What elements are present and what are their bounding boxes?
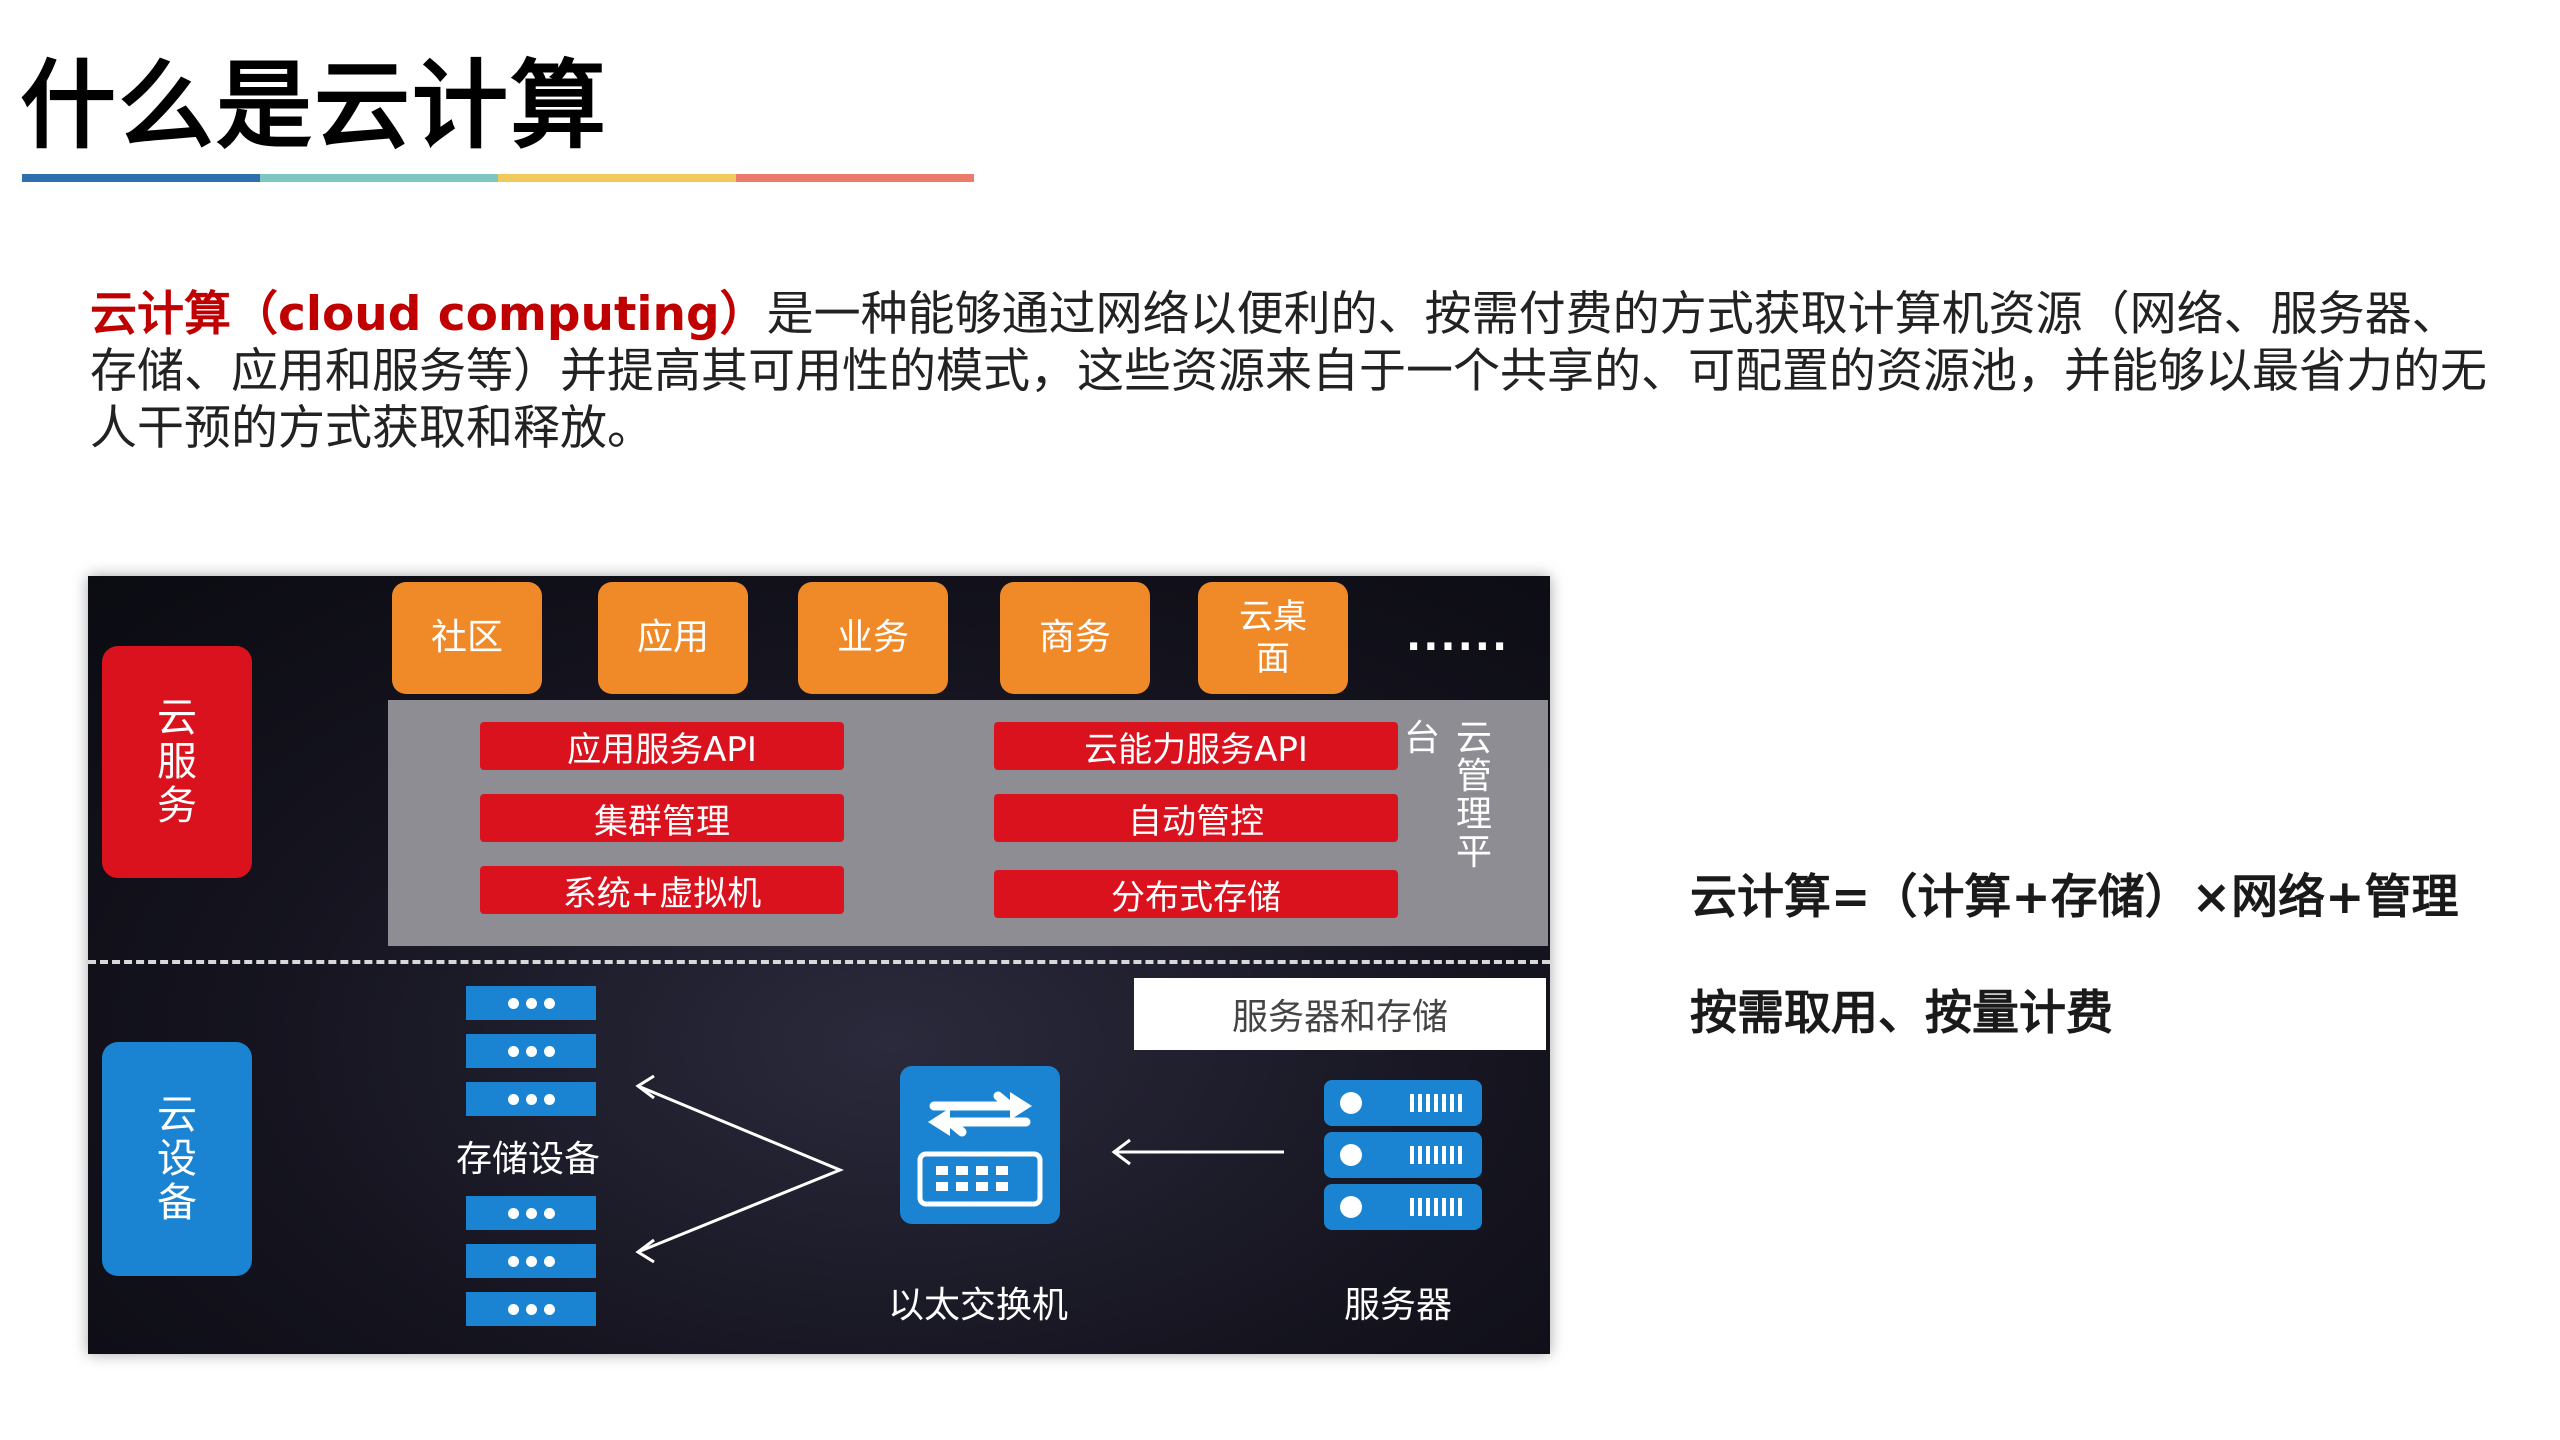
server-unit-icon bbox=[1324, 1132, 1482, 1178]
server-unit-icon bbox=[1324, 1080, 1482, 1126]
platform-label-vertical: 云管理平 bbox=[1455, 718, 1492, 873]
switch-label: 以太交换机 bbox=[888, 1285, 1069, 1326]
page-title: 什么是云计算 bbox=[20, 50, 608, 162]
storage-unit-icon bbox=[466, 1244, 596, 1278]
on-demand-text: 按需取用、按量计费 bbox=[1690, 986, 2113, 1041]
storage-unit-icon bbox=[466, 1292, 596, 1326]
intro-paragraph: 云计算（cloud computing）是一种能够通过网络以便利的、按需付费的方… bbox=[90, 286, 2490, 457]
underline-segment-blue bbox=[22, 174, 260, 182]
server-storage-label: 服务器和存储 bbox=[1134, 978, 1546, 1050]
cloud-device-tag: 云设备 bbox=[102, 1042, 252, 1276]
box-community: 社区 bbox=[392, 582, 542, 694]
cloud-capability-api: 云能力服务API bbox=[994, 722, 1398, 770]
connection-arrows bbox=[635, 1074, 1284, 1264]
storage-devices-label: 存储设备 bbox=[456, 1139, 601, 1180]
formula-text: 云计算=（计算+存储）×网络+管理 bbox=[1690, 870, 2459, 925]
ethernet-switch-icon bbox=[900, 1066, 1060, 1224]
cluster-management: 集群管理 bbox=[480, 794, 844, 842]
more-ellipsis: ...... bbox=[1406, 614, 1510, 660]
server-label: 服务器 bbox=[1344, 1285, 1453, 1326]
auto-control: 自动管控 bbox=[994, 794, 1398, 842]
distributed-storage: 分布式存储 bbox=[994, 870, 1398, 918]
storage-unit-icon bbox=[466, 986, 596, 1020]
underline-segment-yellow bbox=[498, 174, 736, 182]
platform-label-tai: 台 bbox=[1404, 718, 1441, 759]
intro-highlight: 云计算（cloud computing） bbox=[90, 287, 767, 342]
box-cloud-desktop: 云桌面 bbox=[1198, 582, 1348, 694]
box-business: 业务 bbox=[798, 582, 948, 694]
title-underline bbox=[22, 174, 974, 182]
box-commerce: 商务 bbox=[1000, 582, 1150, 694]
cloud-architecture-diagram: 社区 应用 业务 商务 云桌面 ...... 云服务 应用服务API 集群管理 … bbox=[88, 576, 1550, 1354]
storage-unit-icon bbox=[466, 1034, 596, 1068]
box-application: 应用 bbox=[598, 582, 748, 694]
storage-unit-icon bbox=[466, 1082, 596, 1116]
layer-divider bbox=[88, 960, 1550, 964]
intro-text: 是一种能够通过网络以便利的、按需付费的方式获取计算机资源（网络、服务器、存储、应… bbox=[90, 287, 2487, 456]
server-unit-icon bbox=[1324, 1184, 1482, 1230]
underline-segment-salmon bbox=[736, 174, 974, 182]
app-service-api: 应用服务API bbox=[480, 722, 844, 770]
storage-unit-icon bbox=[466, 1196, 596, 1230]
cloud-service-tag: 云服务 bbox=[102, 646, 252, 878]
system-vm: 系统+虚拟机 bbox=[480, 866, 844, 914]
underline-segment-teal bbox=[260, 174, 498, 182]
